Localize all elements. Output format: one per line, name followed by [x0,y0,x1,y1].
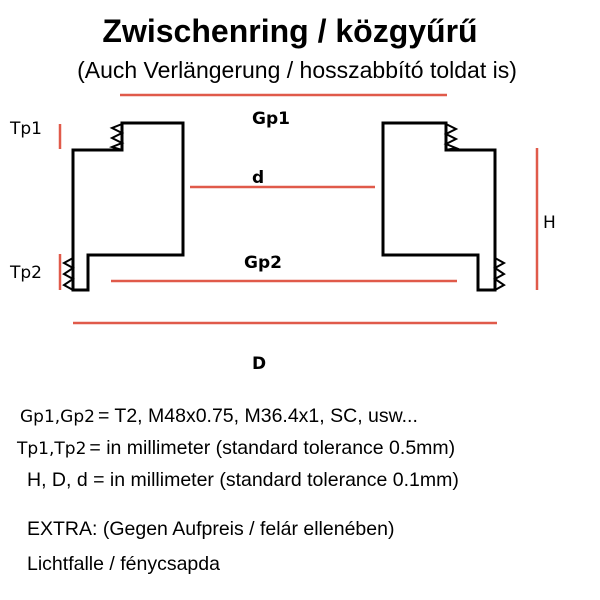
extra-line: EXTRA: (Gegen Aufpreis / felár ellenében… [27,518,394,540]
right-thread-top-icon [443,123,460,151]
note-tp: Tp1,Tp2= in millimeter (standard toleran… [16,437,455,459]
d-label: d [252,168,264,188]
right-thread-bottom-icon [493,257,507,291]
note-prefix: Gp1,Gp2 [20,407,95,427]
extra-line: Lichtfalle / fénycsapda [27,553,220,575]
right-ring-profile [381,121,497,292]
title: Zwischenring / közgyűrű [102,13,477,49]
D-label: D [252,354,266,374]
left-thread-top-icon [108,123,125,151]
note-prefix: Tp1,Tp2 [16,439,86,459]
dimension-lines [58,93,539,325]
note-gp: Gp1,Gp2= T2, M48x0.75, M36.4x1, SC, usw.… [20,405,418,427]
gp2-label: Gp2 [244,253,282,273]
note-dims: H, D, d = in millimeter (standard tolera… [27,469,459,491]
note-text: = in millimeter (standard tolerance 0.5m… [89,437,455,459]
h-label: H [543,213,556,233]
gp1-label: Gp1 [252,109,290,129]
tp2-label: Tp2 [9,263,42,283]
note-text: = T2, M48x0.75, M36.4x1, SC, usw... [98,405,418,427]
tp1-label: Tp1 [9,119,42,139]
left-ring-profile [71,121,185,292]
subtitle: (Auch Verlängerung / hosszabbító toldat … [77,57,517,83]
left-thread-bottom-icon [61,257,75,291]
